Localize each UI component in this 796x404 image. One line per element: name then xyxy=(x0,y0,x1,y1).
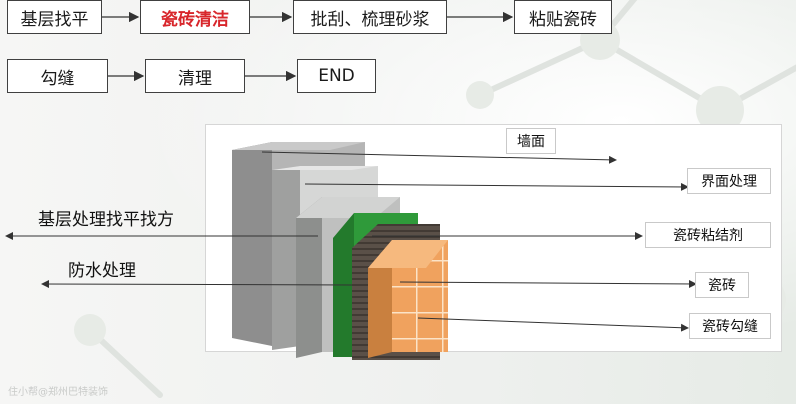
flow-arrows xyxy=(102,11,514,82)
step-tile-cleaning: 瓷砖清洁 xyxy=(140,0,250,34)
watermark: 住小帮@郑州巴特装饰 xyxy=(8,387,108,398)
label-wall: 墙面 xyxy=(506,128,556,154)
step-grouting: 勾缝 xyxy=(7,59,108,93)
label-waterproofing: 防水处理 xyxy=(68,261,136,281)
label-tile-adhesive: 瓷砖粘结剂 xyxy=(645,222,771,248)
step-base-leveling: 基层找平 xyxy=(7,0,102,34)
step-end: END xyxy=(297,59,376,93)
label-interface-treatment: 界面处理 xyxy=(687,168,771,194)
step-mortar-combing: 批刮、梳理砂浆 xyxy=(293,0,447,34)
label-tile: 瓷砖 xyxy=(695,272,749,298)
label-base-leveling-squaring: 基层处理找平找方 xyxy=(38,210,174,230)
label-tile-grout: 瓷砖勾缝 xyxy=(689,313,771,339)
step-tile-laying: 粘贴瓷砖 xyxy=(514,0,612,34)
tile-layer xyxy=(368,240,448,358)
step-cleanup: 清理 xyxy=(145,59,245,93)
